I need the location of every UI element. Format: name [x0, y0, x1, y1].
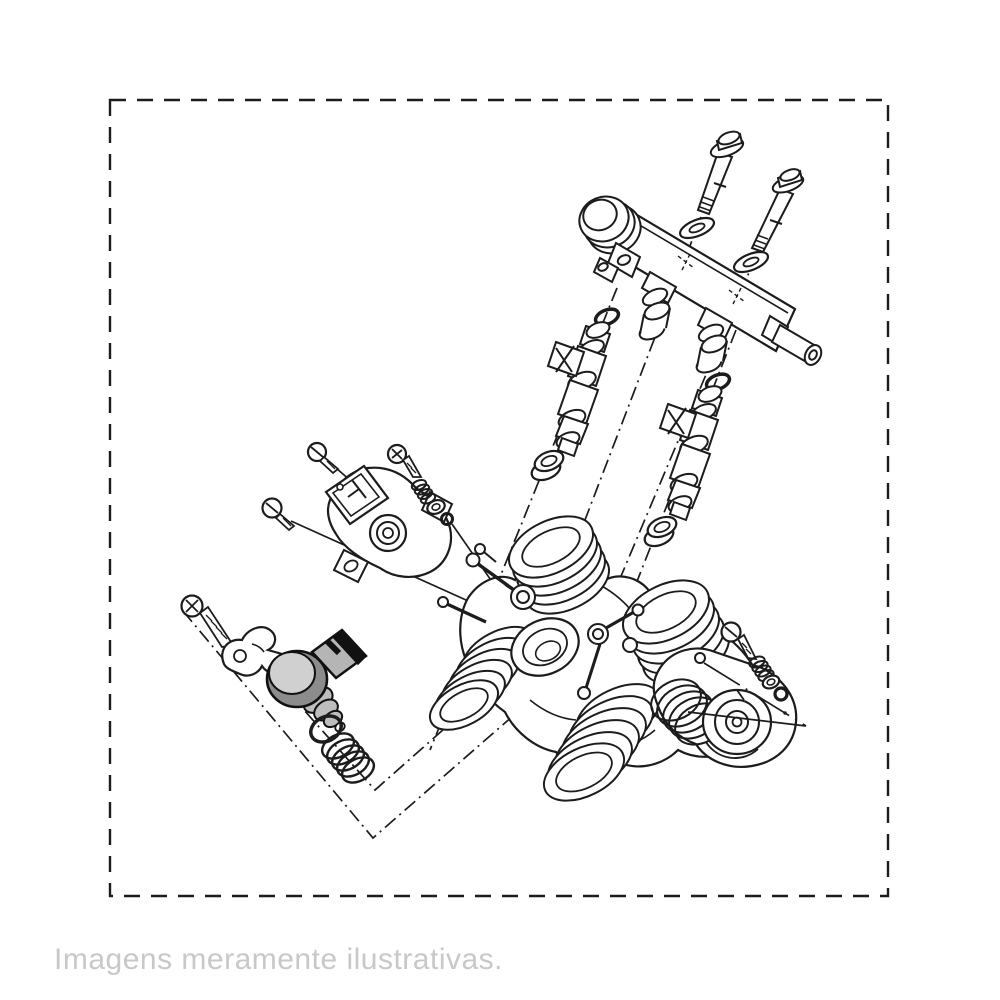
sensor-screw-b	[261, 497, 296, 532]
pressure-sensor	[265, 628, 368, 733]
dashed-frame	[108, 98, 890, 898]
rubber-damper-a	[638, 301, 671, 341]
bracket-screw	[180, 594, 235, 648]
throttle-body	[429, 515, 798, 802]
caption-text: Imagens meramente ilustrativas.	[54, 943, 504, 976]
rail-hole-crossmarks	[677, 253, 746, 305]
injector-clip	[658, 402, 698, 440]
velocity-stack-bottom	[542, 683, 661, 802]
cushion-ring-a	[530, 449, 565, 482]
sensor-screw-a	[306, 441, 340, 475]
throttle-pulley-assembly	[650, 647, 798, 768]
injector-clip	[546, 340, 586, 378]
throttle-linkage	[437, 543, 706, 700]
fuel-injector-right	[658, 385, 724, 522]
fuel-rail	[578, 195, 823, 366]
fuel-injector-left	[546, 321, 612, 458]
rail-mount-lug	[592, 241, 642, 284]
injector-o-ring-a	[593, 307, 621, 327]
pointer-arrow	[687, 662, 807, 727]
mounting-bolt-b	[750, 168, 805, 254]
injector-socket	[640, 270, 734, 343]
air-screw-left	[386, 443, 454, 526]
fuel-inlet-pipe	[760, 314, 823, 366]
coil-spring	[320, 732, 376, 784]
rubber-damper-b	[695, 334, 728, 374]
mounting-bolt-a	[696, 130, 745, 216]
throttle-position-sensor	[324, 464, 454, 584]
center-bore	[510, 617, 580, 677]
sensor-o-ring	[309, 714, 343, 744]
washer-a	[678, 216, 716, 240]
washer-b	[732, 250, 770, 274]
cushion-ring-b	[643, 515, 678, 548]
throttle-bore-left-flange	[507, 515, 611, 615]
air-screw-right	[720, 621, 789, 702]
sensor-face	[268, 651, 316, 695]
rail-end-cap	[578, 195, 642, 255]
